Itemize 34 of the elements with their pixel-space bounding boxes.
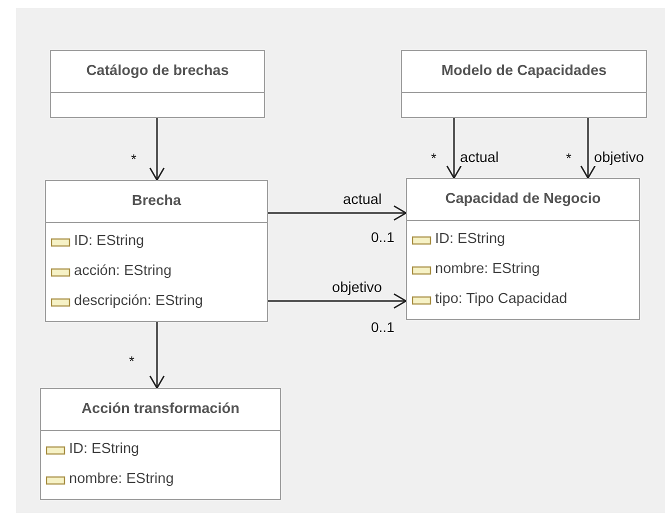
role-label: actual: [460, 151, 499, 166]
attribute-text: acción: EString: [74, 262, 172, 282]
association-arrow: [149, 118, 165, 181]
attribute-text: tipo: Tipo Capacidad: [435, 290, 568, 310]
attribute-text: ID: EString: [74, 232, 144, 252]
class-box: [401, 50, 647, 118]
class-box: [50, 50, 265, 118]
multiplicity-label: *: [129, 354, 134, 368]
class-box: [406, 178, 640, 320]
role-label: actual: [343, 193, 382, 208]
role-label: objetivo: [594, 151, 644, 166]
multiplicity-label: *: [431, 151, 436, 165]
attribute-text: ID: EString: [69, 440, 140, 460]
multiplicity-label: 0..1: [371, 230, 394, 244]
role-label: objetivo: [332, 281, 382, 296]
association-arrow: [446, 118, 462, 179]
multiplicity-label: *: [131, 152, 136, 166]
attribute-text: ID: EString: [435, 230, 506, 250]
multiplicity-label: 0..1: [371, 320, 394, 334]
class-box: [45, 180, 268, 322]
association-arrow: [149, 322, 165, 389]
association-arrow: [268, 293, 407, 309]
attribute-text: nombre: EString: [435, 260, 540, 280]
class-name: Brecha: [132, 192, 182, 211]
class-box: [40, 388, 281, 500]
class-name: Acción transformación: [82, 400, 240, 419]
class-name: Catálogo de brechas: [86, 62, 229, 81]
association-arrow: [268, 205, 407, 221]
class-name: Modelo de Capacidades: [441, 62, 607, 81]
attribute-text: nombre: EString: [69, 470, 174, 490]
class-name: Capacidad de Negocio: [445, 190, 601, 209]
attribute-text: descripción: EString: [74, 292, 203, 312]
multiplicity-label: *: [566, 151, 572, 165]
association-arrow: [580, 118, 596, 179]
